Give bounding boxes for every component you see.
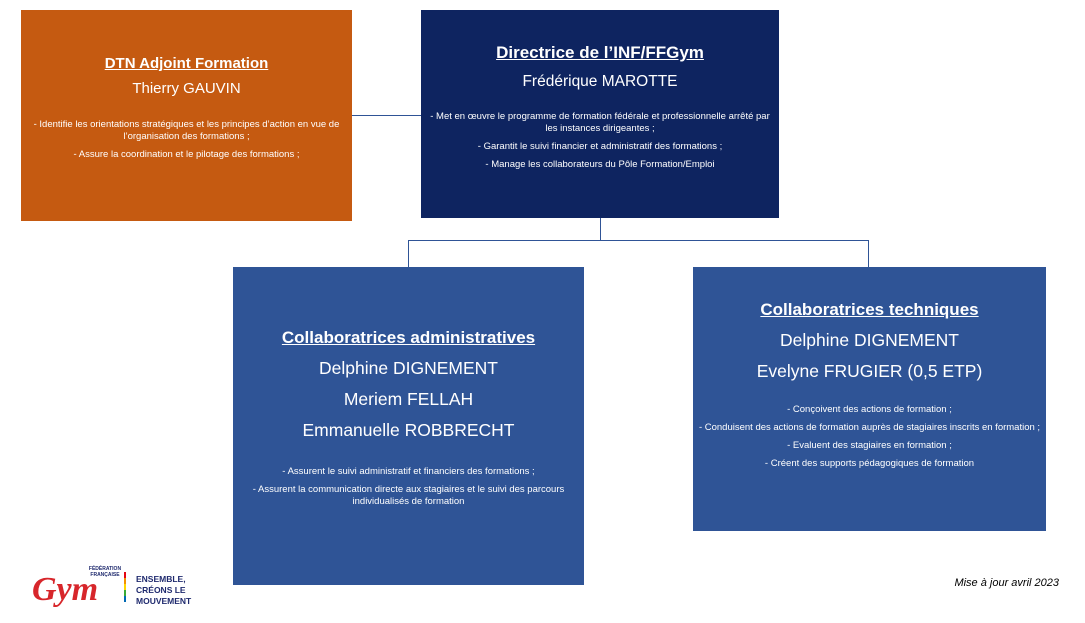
dtn-adjoint-task: - Identifie les orientations stratégique…: [33, 119, 340, 142]
directrice-task: - Garantit le suivi financier et adminis…: [477, 141, 723, 152]
connector-directrice-down: [600, 218, 601, 240]
logo-tagline-line: CRÉONS LE MOUVEMENT: [136, 585, 192, 606]
directrice-task: - Manage les collaborateurs du Pôle Form…: [485, 159, 715, 170]
directrice-name: Frédérique MAROTTE: [522, 73, 678, 90]
administratives-name: Delphine DIGNEMENT: [319, 358, 498, 378]
connector-right-down: [868, 240, 869, 267]
logo-tagline: ENSEMBLE, CRÉONS LE MOUVEMENT: [136, 574, 242, 607]
techniques-tasks: - Conçoivent des actions de formation ; …: [697, 404, 1042, 470]
directrice-tasks: - Met en œuvre le programme de formation…: [425, 111, 775, 171]
directrice-box: Directrice de l’INF/FFGym Frédérique MAR…: [421, 10, 779, 218]
dtn-adjoint-name: Thierry GAUVIN: [132, 80, 241, 97]
connector-dtn-directrice: [352, 115, 421, 116]
administratives-tasks: - Assurent le suivi administratif et fin…: [241, 466, 576, 508]
dtn-adjoint-tasks: - Identifie les orientations stratégique…: [27, 119, 346, 161]
directrice-title: Directrice de l’INF/FFGym: [496, 43, 704, 62]
logo-federation-text: FÉDÉRATION FRANÇAISE: [88, 566, 122, 578]
techniques-task: - Conçoivent des actions de formation ;: [787, 404, 952, 415]
dtn-adjoint-box: DTN Adjoint Formation Thierry GAUVIN - I…: [21, 10, 352, 221]
administratives-name: Emmanuelle ROBBRECHT: [302, 420, 515, 440]
administratives-title: Collaboratrices administratives: [281, 328, 536, 347]
administratives-name: Meriem FELLAH: [343, 389, 474, 409]
techniques-task: - Conduisent des actions de formation au…: [698, 422, 1041, 433]
connector-left-down: [408, 240, 409, 267]
dtn-adjoint-title: DTN Adjoint Formation: [104, 55, 269, 72]
techniques-name: Evelyne FRUGIER (0,5 ETP): [756, 361, 983, 381]
directrice-task: - Met en œuvre le programme de formation…: [430, 111, 770, 134]
update-date: Mise à jour avril 2023: [954, 577, 1059, 589]
administratives-box: Collaboratrices administratives Delphine…: [233, 267, 584, 585]
techniques-box: Collaboratrices techniques Delphine DIGN…: [693, 267, 1046, 531]
logo-gym-text: Gym: [32, 571, 98, 608]
administratives-task: - Assurent le suivi administratif et fin…: [282, 466, 535, 477]
techniques-task: - Créent des supports pédagogiques de fo…: [764, 458, 975, 469]
techniques-title: Collaboratrices techniques: [760, 300, 979, 319]
logo-tagline-line: ENSEMBLE,: [136, 574, 186, 584]
administratives-task: - Assurent la communication directe aux …: [252, 484, 565, 507]
dtn-adjoint-task: - Assure la coordination et le pilotage …: [73, 149, 300, 160]
ffgym-logo-mark: Gym: [32, 571, 126, 608]
connector-horizontal: [408, 240, 869, 241]
techniques-name: Delphine DIGNEMENT: [780, 330, 959, 350]
ffgym-logo: Gym FÉDÉRATION FRANÇAISE ENSEMBLE, CRÉON…: [32, 566, 242, 610]
techniques-task: - Evaluent des stagiaires en formation ;: [787, 440, 952, 451]
